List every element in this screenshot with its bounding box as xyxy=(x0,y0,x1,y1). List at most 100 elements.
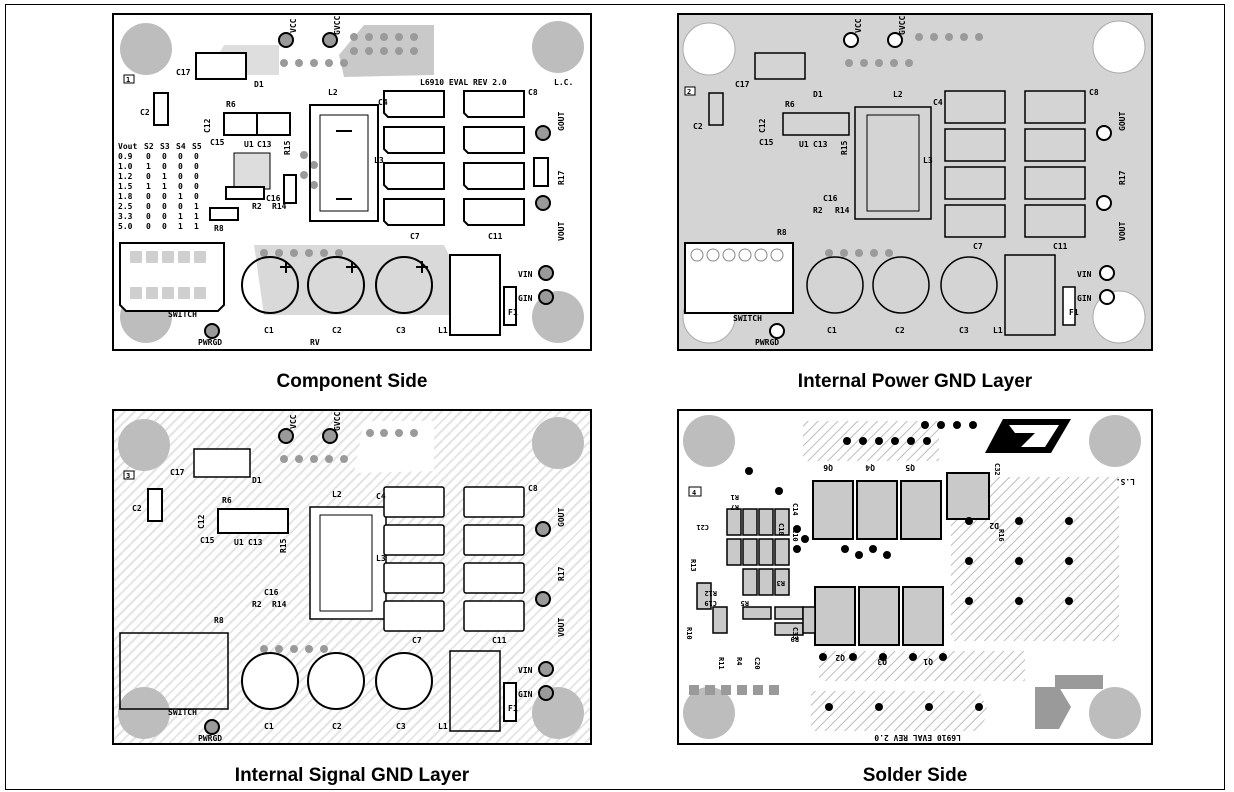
label-c15: C15 xyxy=(759,138,774,147)
label-c8: C8 xyxy=(528,484,538,493)
label-c33: C33 xyxy=(791,627,799,640)
label-r9: R9 xyxy=(791,635,799,643)
testpoint-gin xyxy=(538,289,554,305)
vout-table-cell: 0 xyxy=(146,172,151,181)
corner-mark-lc: L.C. xyxy=(554,78,573,87)
mosfets-top xyxy=(812,480,942,540)
vout-table-cell: 1 xyxy=(194,202,199,211)
hatched-pour-mid xyxy=(819,651,1025,681)
vout-table-header: S2 xyxy=(144,142,154,151)
l1-inductor xyxy=(1004,254,1056,336)
u1-ic xyxy=(233,152,271,190)
label-gvcc: GVCC xyxy=(333,412,342,431)
vout-table-cell: 0 xyxy=(146,192,151,201)
label-pwrgd: PWRGD xyxy=(198,338,222,347)
vout-table-cell: 0 xyxy=(178,162,183,171)
caption-solder-side: Solder Side xyxy=(862,765,968,786)
label-c3: C3 xyxy=(959,326,969,335)
testpoint-gvcc xyxy=(887,32,903,48)
label-gout: GOUT xyxy=(1118,112,1127,131)
mount-hole-bl xyxy=(683,687,735,739)
label-u1: U1 xyxy=(234,538,244,547)
vout-table-cell: 0 xyxy=(162,192,167,201)
label-q6: Q6 xyxy=(823,463,833,472)
c2b-capacitor xyxy=(307,652,365,710)
l3-inductor xyxy=(319,514,373,612)
label-c3: C3 xyxy=(396,326,406,335)
label-c17: C17 xyxy=(735,80,750,89)
label-r6: R6 xyxy=(226,100,236,109)
testpoint-vcc xyxy=(278,32,294,48)
label-r17: R17 xyxy=(557,170,566,185)
hatched-pour-right xyxy=(951,477,1119,641)
layer-tag-3: 3 xyxy=(126,472,130,480)
vout-table-cell: 5.0 xyxy=(118,222,133,231)
panel-solder-side: Q6 Q4 Q5 C32 D2 R16 R1 R7 C21 C14 C10 C1… xyxy=(677,409,1153,789)
label-r6: R6 xyxy=(785,100,795,109)
label-c2b: C2 xyxy=(332,722,342,731)
board-id-component: L6910 EVAL REV 2.0 xyxy=(420,78,507,87)
c2-capacitor xyxy=(147,488,163,522)
vout-table-cell: 0 xyxy=(146,202,151,211)
label-r14: R14 xyxy=(835,206,850,215)
label-gin: GIN xyxy=(518,294,533,303)
label-vcc: VCC xyxy=(289,414,298,429)
label-r11: R11 xyxy=(717,657,725,670)
label-d1: D1 xyxy=(252,476,262,485)
testpoint-vcc xyxy=(843,32,859,48)
vout-table-cell: 1 xyxy=(194,222,199,231)
label-pwrgd: PWRGD xyxy=(755,338,779,347)
vout-table-cell: 1 xyxy=(178,222,183,231)
testpoint-gin xyxy=(538,685,554,701)
vout-table-cell: 1 xyxy=(162,182,167,191)
vout-table-cell: 0 xyxy=(146,152,151,161)
label-gvcc: GVCC xyxy=(333,16,342,35)
testpoint-vout xyxy=(535,195,551,211)
panel-signal-gnd: VCC GVCC C17 D1 R6 C12 C2 U1 C15 C13 R15… xyxy=(112,409,592,789)
label-gout: GOUT xyxy=(557,508,566,527)
testpoint-vin xyxy=(538,265,554,281)
mount-hole-tr xyxy=(1089,415,1141,467)
label-c19: C19 xyxy=(704,599,717,607)
caption-component-side: Component Side xyxy=(276,371,428,392)
vout-table-header: S5 xyxy=(192,142,202,151)
l2-inductor xyxy=(309,104,379,222)
testpoint-gvcc xyxy=(322,428,338,444)
vout-table-header: S3 xyxy=(160,142,170,151)
label-f1: F1 xyxy=(1069,308,1079,317)
component-side-artwork: VCC GVCC C17 D1 R6 C12 C2 U1 C15 C13 R15… xyxy=(118,16,584,347)
st-logo xyxy=(985,419,1071,453)
power-gnd-artwork: VCC GVCC C17 D1 R6 C12 C2 U1 C15 C13 R15… xyxy=(682,16,1146,347)
label-q2: Q2 xyxy=(835,653,845,662)
label-r4: R4 xyxy=(735,657,743,665)
label-d1: D1 xyxy=(254,80,264,89)
label-c11: C11 xyxy=(488,232,503,241)
label-u1: U1 xyxy=(244,140,254,149)
via-array xyxy=(745,421,1073,711)
corner-mark-ls: L.S. xyxy=(1116,477,1135,486)
mount-hole-tl xyxy=(120,23,172,75)
label-r15: R15 xyxy=(840,140,849,155)
vout-table-cell: 0 xyxy=(146,222,151,231)
vout-table-cell: 0 xyxy=(178,172,183,181)
f1-fuse xyxy=(503,286,517,326)
label-c2b: C2 xyxy=(332,326,342,335)
mount-hole-tl xyxy=(682,22,736,76)
layer-tag-4: 4 xyxy=(692,489,696,497)
c1-capacitor xyxy=(241,256,299,314)
label-r12: R12 xyxy=(704,589,717,597)
label-c4: C4 xyxy=(933,98,943,107)
vout-table-cell: 0 xyxy=(162,222,167,231)
vout-table-cell: 0 xyxy=(162,212,167,221)
output-capacitors xyxy=(383,486,525,632)
label-c12: C12 xyxy=(197,514,206,529)
vout-table-cell: 1.2 xyxy=(118,172,133,181)
solder-side-artwork: Q6 Q4 Q5 C32 D2 R16 R1 R7 C21 C14 C10 C1… xyxy=(683,415,1141,742)
c2b-capacitor xyxy=(307,256,365,314)
label-f1: F1 xyxy=(508,704,518,713)
l1-inductor xyxy=(449,650,501,732)
d2-diode xyxy=(946,472,990,520)
vout-table-cell: 0 xyxy=(194,172,199,181)
vout-table-cell: 1 xyxy=(162,172,167,181)
switch-pins xyxy=(130,251,206,299)
